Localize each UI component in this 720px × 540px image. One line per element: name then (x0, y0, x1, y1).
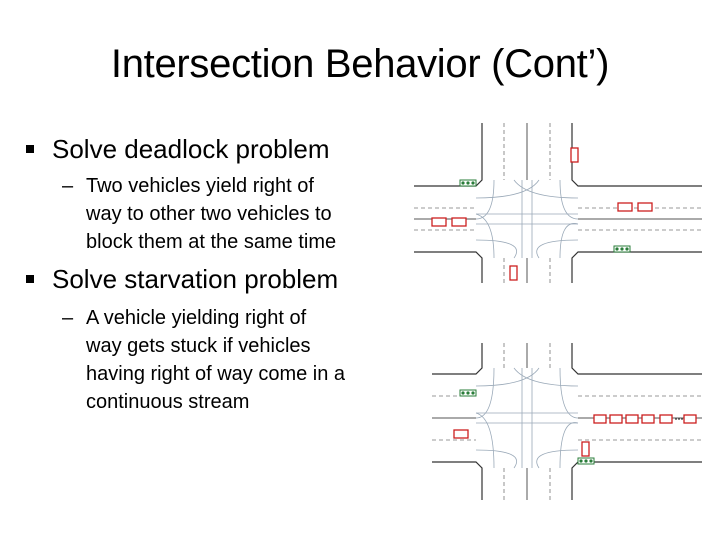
intersection-svg (432, 343, 702, 500)
deadlock-intersection-diagram (414, 118, 704, 290)
sub-bullet-line: continuous stream (86, 391, 250, 413)
bullet-square-icon (26, 145, 34, 153)
sub-bullet-line: way to other two vehicles to (86, 203, 332, 225)
slide-title: Intersection Behavior (Cont’) (110, 42, 610, 86)
bullet-square-icon (26, 275, 34, 283)
intersection-svg (414, 123, 702, 283)
bullet-text: Solve starvation problem (52, 264, 339, 294)
sub-bullet-line: block them at the same time (86, 231, 337, 253)
sub-bullet-line: way gets stuck if vehicles (86, 335, 311, 357)
bullet-text: Solve deadlock problem (52, 134, 330, 164)
dash-marker: – (62, 307, 74, 329)
sub-bullet-line: having right of way come in a (86, 363, 346, 385)
sub-bullet-line: Two vehicles yield right of (86, 175, 314, 197)
sub-bullet-line: A vehicle yielding right of (86, 307, 307, 329)
starvation-intersection-diagram (414, 340, 704, 505)
dash-marker: – (62, 175, 74, 197)
